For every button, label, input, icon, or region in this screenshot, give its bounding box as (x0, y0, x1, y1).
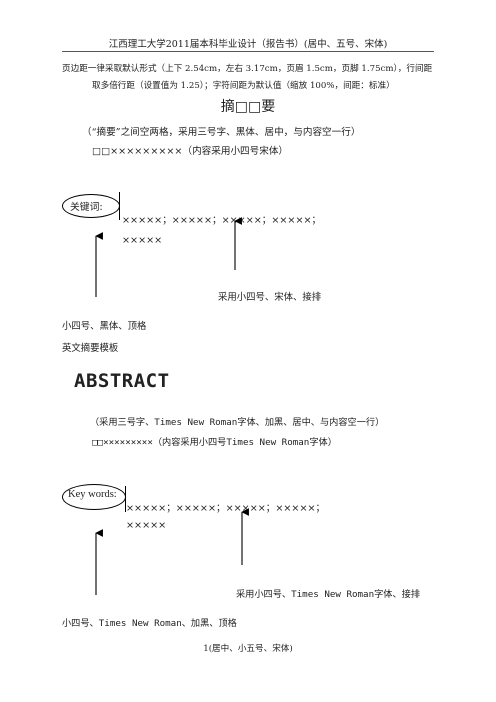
english-keywords-line2: ××××× (126, 520, 167, 531)
english-label-annotation: 小四号、Times New Roman、加黑、顶格 (62, 618, 237, 629)
chinese-abstract-content: □□×××××××××（内容采用小四号宋体） (92, 146, 289, 157)
page-header: 江西理工大学2011届本科毕业设计（报告书）(居中、五号、宋体) (108, 39, 388, 50)
key-words-separator-bar (125, 486, 126, 512)
chinese-keywords-label: 关键词: (70, 202, 103, 213)
keywords-separator-bar (119, 192, 120, 220)
english-content-annotation: 采用小四号、Times New Roman字体、接排 (236, 589, 421, 600)
chinese-title-instruction: （“摘要”之间空两格，采用三号字、黑体、居中，与内容空一行） (82, 127, 361, 138)
english-keywords-label: Key words: (68, 489, 117, 500)
chinese-keywords-line1: ×××××；×××××；×××××；×××××； (122, 215, 322, 226)
english-template-heading: 英文摘要模板 (62, 343, 119, 354)
page-footer: 1(居中、小五号、宋体) (203, 644, 293, 654)
chinese-keywords-line2: ××××× (122, 235, 163, 246)
header-rule (62, 51, 434, 52)
english-title-instruction: （采用三号字、Times New Roman字体、加黑、居中、与内容空一行） (90, 417, 385, 428)
english-abstract-content: □□×××××××××（内容采用小四号Times New Roman字体） (92, 437, 337, 448)
english-abstract-title: ABSTRACT (74, 370, 170, 392)
margin-note-line2: 取多倍行距（设置值为 1.25）；字符间距为默认值（缩放 100%，间距：标准） (92, 81, 395, 91)
chinese-label-annotation: 小四号、黑体、顶格 (62, 321, 147, 332)
margin-note-line1: 页边距一律采取默认形式（上下 2.54cm，左右 3.17cm，页眉 1.5cm… (62, 64, 433, 74)
chinese-content-annotation: 采用小四号、宋体、接排 (218, 292, 322, 303)
chinese-abstract-title: 摘□□要 (220, 99, 276, 115)
english-keywords-line1: ×××××；×××××；×××××；×××××； (126, 503, 326, 514)
